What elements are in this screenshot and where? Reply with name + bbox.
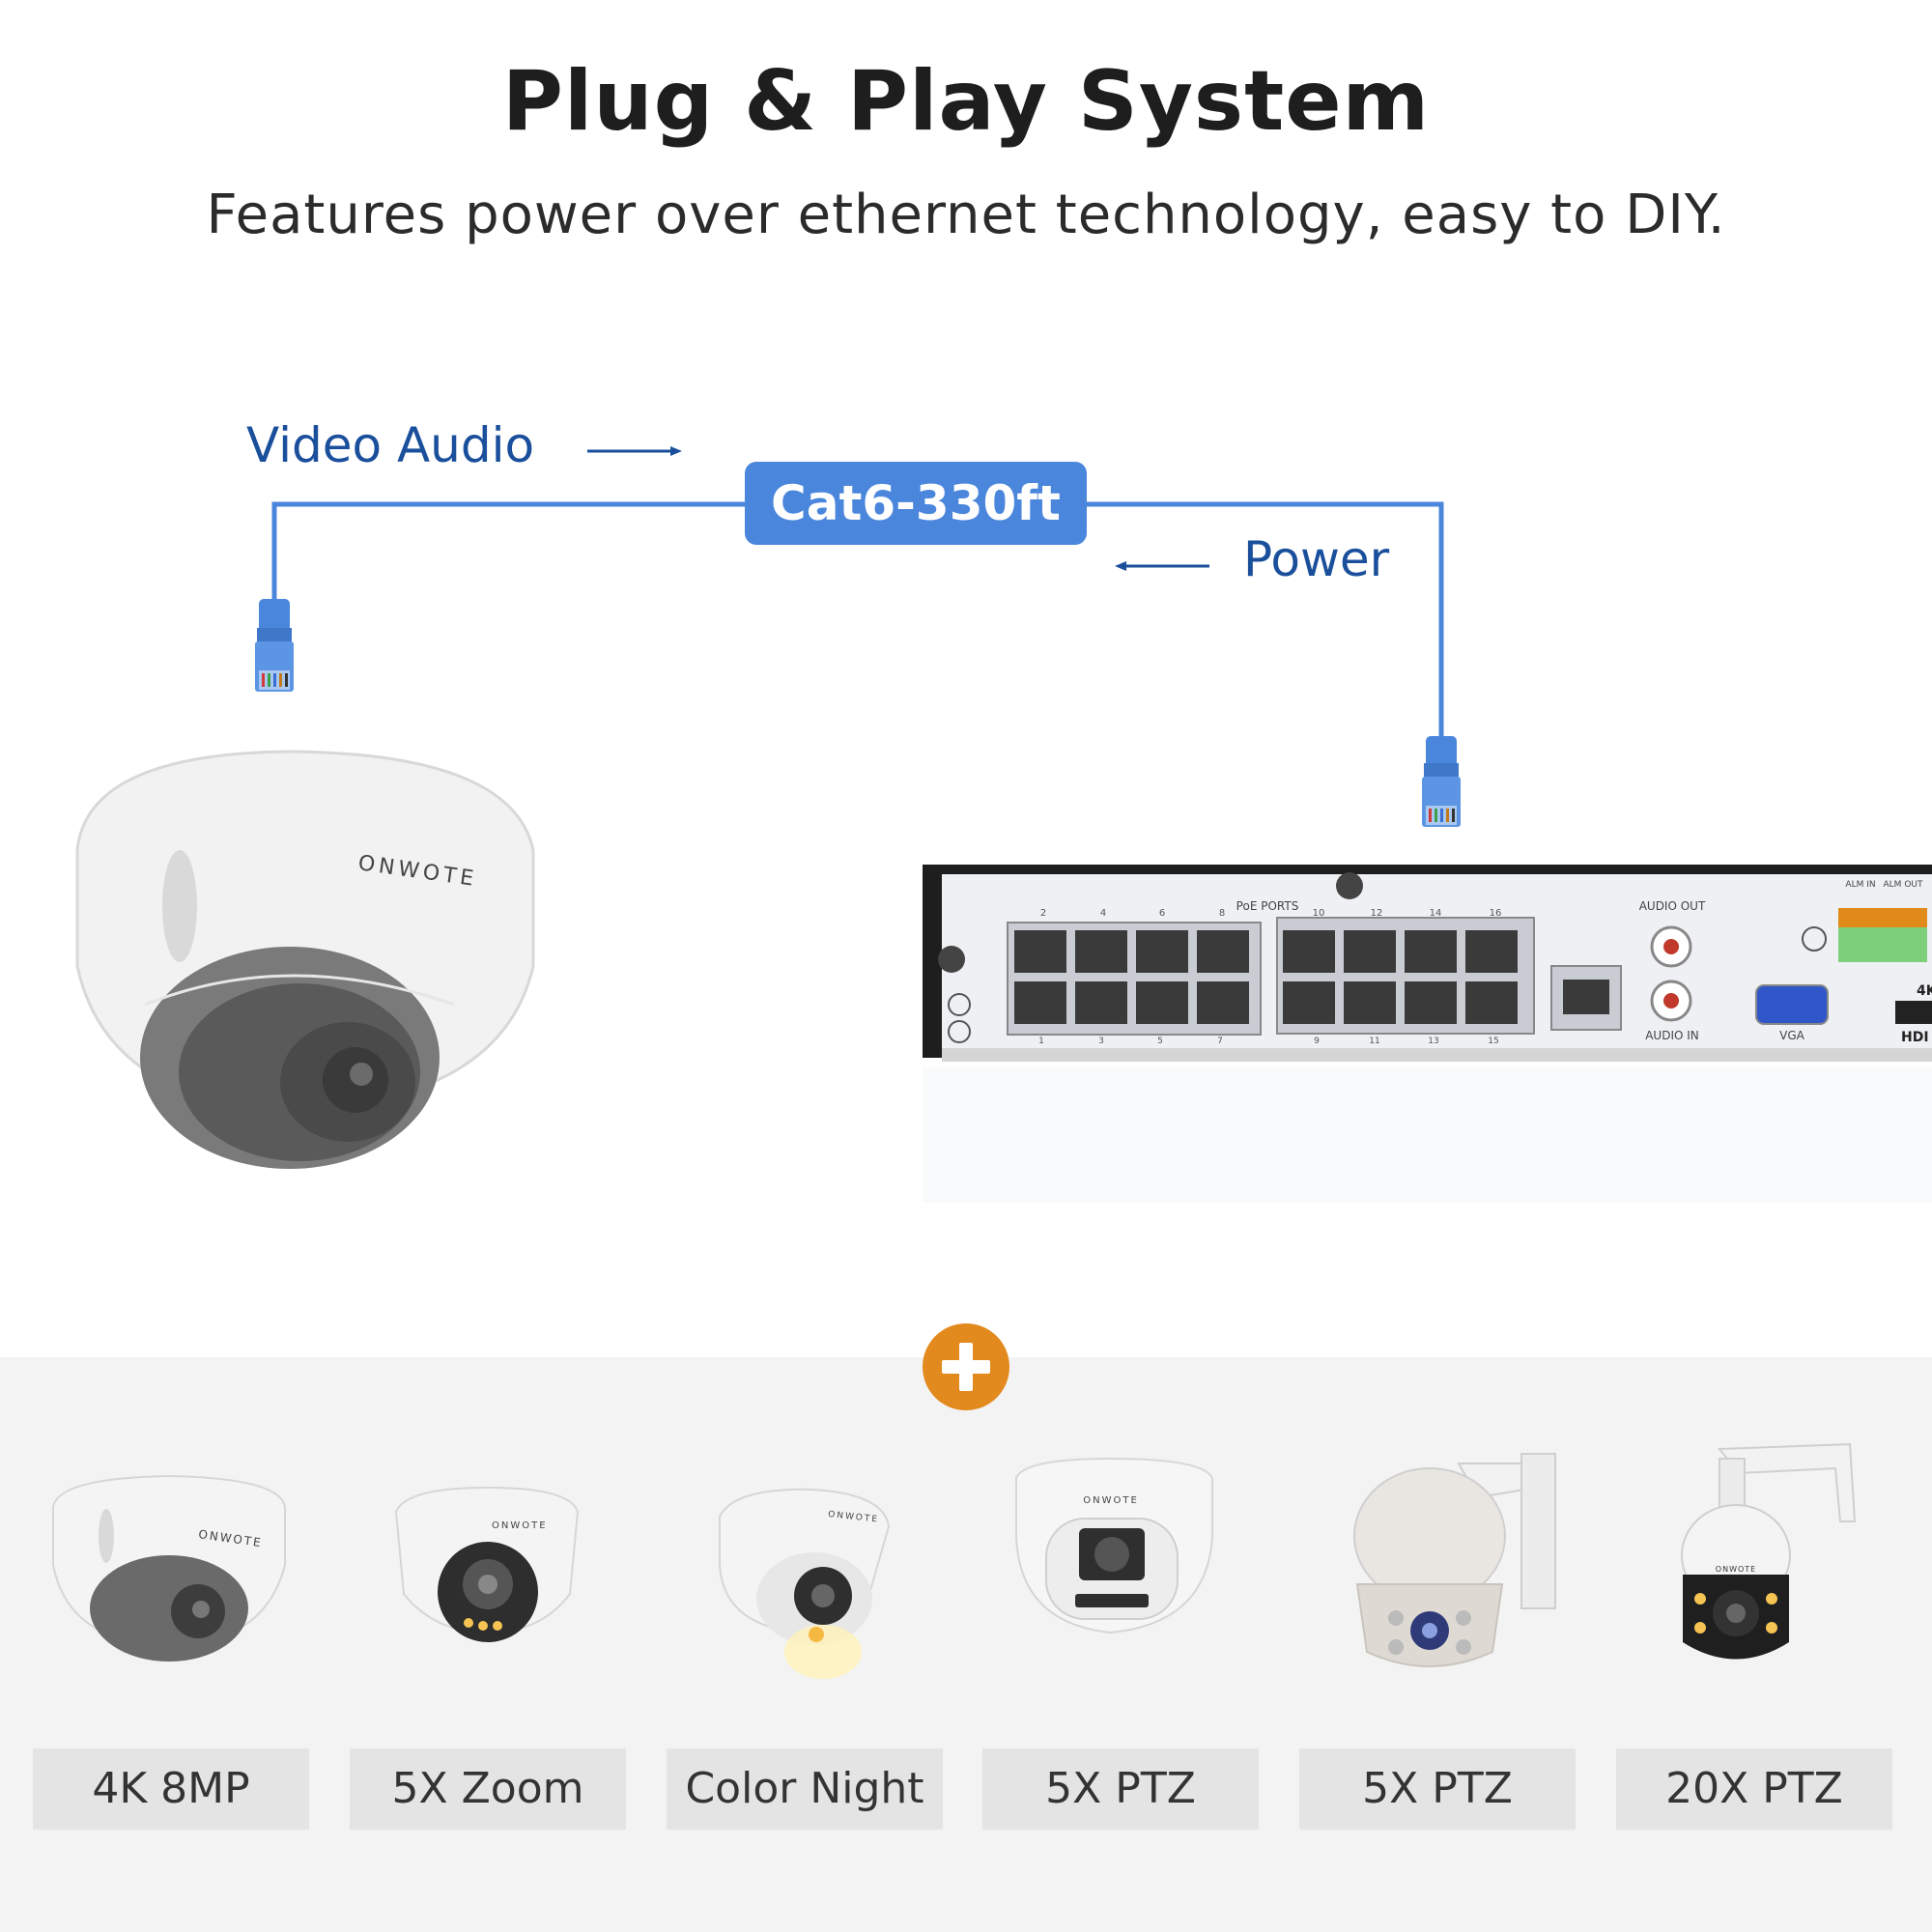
ptz-camera-icon (1681, 1442, 1857, 1660)
model-label-5x-ptz-2: 5X PTZ (1299, 1748, 1576, 1830)
port-number-label: 13 (1428, 1037, 1438, 1046)
page-subtitle: Features power over ethernet technology,… (206, 184, 1726, 246)
ethernet-port (1405, 930, 1457, 973)
alarm-out-label: ALM OUT (1884, 880, 1923, 890)
audio-in-label: AUDIO IN (1645, 1029, 1699, 1042)
model-label-20x-ptz: 20X PTZ (1616, 1748, 1892, 1830)
model-label-5x-ptz: 5X PTZ (982, 1748, 1259, 1830)
ethernet-port (1014, 981, 1066, 1024)
rj45-plug-icon (1422, 736, 1461, 827)
models-section (0, 1357, 1932, 1932)
port-number-label: 2 (1040, 908, 1046, 919)
port-number-label: 16 (1490, 908, 1502, 919)
model-label-4k-8mp: 4K 8MP (33, 1748, 309, 1830)
page-title: Plug & Play System (501, 53, 1431, 150)
power-label: Power (1243, 531, 1390, 587)
port-number-label: 15 (1488, 1037, 1498, 1046)
poe-ports-label: PoE PORTS (1236, 899, 1299, 913)
ethernet-port (1136, 981, 1188, 1024)
alarm-in-label: ALM IN (1845, 880, 1875, 890)
ethernet-port (1014, 930, 1066, 973)
models-gallery: ONWOTE ONWOTE ONWOTE ONWOTE (52, 1442, 1857, 1679)
ethernet-port (1344, 930, 1396, 973)
ethernet-port (1283, 930, 1335, 973)
ethernet-port (1075, 981, 1127, 1024)
port-number-label: 5 (1157, 1037, 1163, 1046)
ptz-camera-icon (1353, 1453, 1556, 1667)
arrow-right-icon (587, 446, 682, 456)
vga-label: VGA (1779, 1029, 1805, 1042)
model-label-5x-zoom: 5X Zoom (350, 1748, 626, 1830)
port-number-label: 8 (1219, 908, 1225, 919)
model-label-color-night: Color Night (667, 1748, 943, 1830)
ethernet-port (1075, 930, 1127, 973)
dome-camera-icon (52, 1474, 286, 1662)
dome-camera-icon (75, 750, 535, 1169)
cable-badge: Cat6-330ft (745, 462, 1087, 545)
audio-out-label: AUDIO OUT (1639, 899, 1706, 913)
ethernet-port (1405, 981, 1457, 1024)
ethernet-port (1283, 981, 1335, 1024)
turret-camera-icon (394, 1486, 580, 1642)
ethernet-port (1136, 930, 1188, 973)
ethernet-port (1344, 981, 1396, 1024)
camera-brand-label: ONWOTE (492, 1520, 548, 1531)
port-number-label: 12 (1371, 908, 1383, 919)
port-number-label: 7 (1217, 1037, 1223, 1046)
port-number-label: 4 (1100, 908, 1106, 919)
port-number-label: 6 (1159, 908, 1165, 919)
port-number-label: 1 (1038, 1037, 1044, 1046)
turret-camera-icon (719, 1488, 891, 1679)
port-number-label: 10 (1313, 908, 1325, 919)
arrow-left-icon (1115, 561, 1209, 571)
port-number-label: 11 (1369, 1037, 1379, 1046)
port-number-label: 14 (1430, 908, 1442, 919)
rj45-plug-icon (255, 599, 294, 692)
video-audio-label: Video Audio (246, 417, 535, 473)
resolution-label: 4K (1917, 983, 1932, 999)
ethernet-port (1465, 930, 1518, 973)
port-number-label: 9 (1314, 1037, 1320, 1046)
ethernet-port (1465, 981, 1518, 1024)
ethernet-port (1197, 930, 1249, 973)
turret-camera-icon (1015, 1457, 1213, 1634)
port-number-label: 3 (1098, 1037, 1104, 1046)
camera-brand-label: ONWOTE (1716, 1565, 1756, 1574)
plus-icon (923, 1323, 1009, 1410)
camera-brand-label: ONWOTE (1083, 1495, 1139, 1506)
hdmi-label: HDI (1901, 1030, 1929, 1045)
ethernet-port (1197, 981, 1249, 1024)
